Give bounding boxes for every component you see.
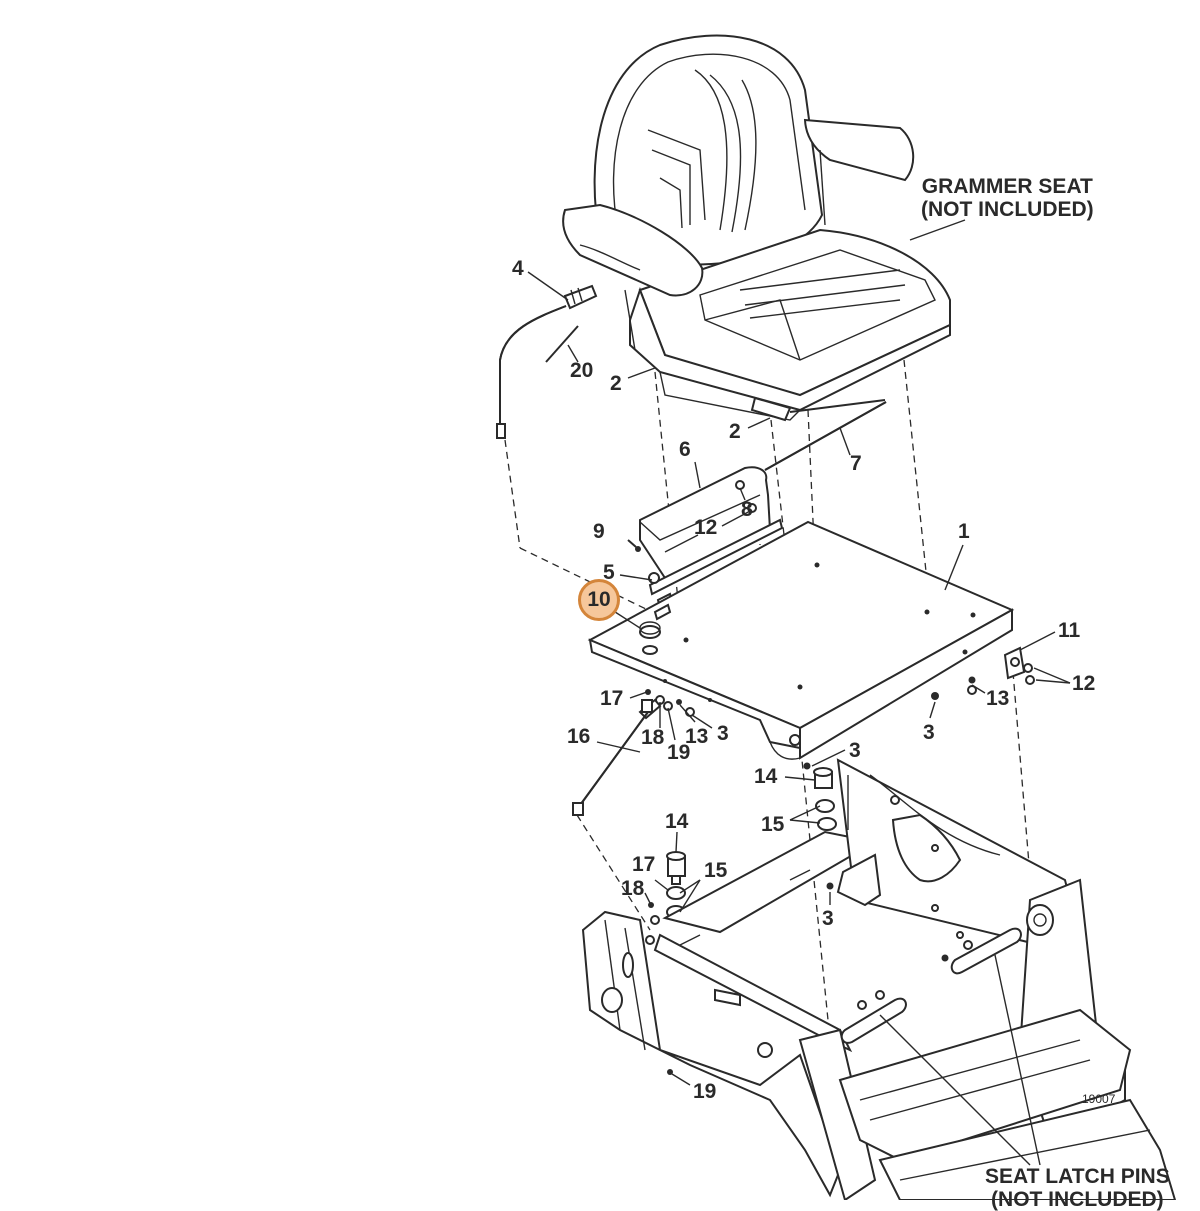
callout-18-upper: 18 — [641, 726, 665, 749]
callout-14-right: 14 — [754, 765, 778, 788]
callout-10-highlighted[interactable]: 10 — [578, 579, 620, 621]
isolator-right — [803, 762, 837, 831]
callout-20: 20 — [570, 359, 594, 382]
seat-frame — [581, 758, 1177, 1200]
seat-latch-pins-caption: SEAT LATCH PINS (NOT INCLUDED) — [985, 1165, 1170, 1211]
callout-17-lower: 17 — [632, 853, 656, 876]
callout-16: 16 — [567, 725, 591, 748]
callout-19-upper: 19 — [667, 741, 691, 764]
callout-13-left: 13 — [685, 725, 709, 748]
assembly-lines — [504, 359, 1033, 1141]
callout-13-right: 13 — [986, 687, 1010, 710]
drawing-id: 19007 — [1082, 1092, 1116, 1106]
grammer-seat-caption: GRAMMER SEAT (NOT INCLUDED) — [921, 175, 1094, 221]
callout-17-upper: 17 — [600, 687, 624, 710]
hinge-bracket — [931, 646, 1035, 700]
callout-18-lower: 18 — [621, 877, 645, 900]
prop-rod — [572, 699, 653, 816]
seat-switch-bracket — [627, 401, 887, 610]
callout-12-bracket: 12 — [694, 516, 718, 539]
callout-8: 8 — [741, 498, 753, 521]
callout-7: 7 — [850, 452, 862, 475]
callout-3-center: 3 — [849, 739, 861, 762]
grammer-seat-caption-line1: GRAMMER SEAT — [921, 175, 1093, 198]
callout-3-lower: 3 — [822, 907, 834, 930]
callout-2-lower: 2 — [729, 420, 741, 443]
callout-2-upper: 2 — [610, 372, 622, 395]
callout-15-right: 15 — [761, 813, 785, 836]
seat-latch-pins-caption-line1: SEAT LATCH PINS — [985, 1165, 1170, 1188]
callout-1: 1 — [958, 520, 970, 543]
callout-12-hinge: 12 — [1072, 672, 1096, 695]
seat-mounting-plate — [587, 520, 1015, 760]
callout-11: 11 — [1058, 619, 1081, 642]
callout-3-left: 3 — [717, 722, 729, 745]
callout-6: 6 — [679, 438, 691, 461]
grammer-seat — [562, 34, 951, 422]
callout-5: 5 — [603, 561, 615, 584]
grammer-seat-caption-line2: (NOT INCLUDED) — [921, 197, 1094, 221]
callout-19-lower: 19 — [693, 1080, 717, 1103]
leader-lines — [527, 219, 1071, 1166]
callout-15-left: 15 — [704, 859, 728, 882]
callout-9: 9 — [593, 520, 605, 543]
callout-14-left: 14 — [665, 810, 689, 833]
callout-4: 4 — [512, 257, 524, 280]
callout-3-right: 3 — [923, 721, 935, 744]
seat-switch-harness — [496, 284, 598, 439]
